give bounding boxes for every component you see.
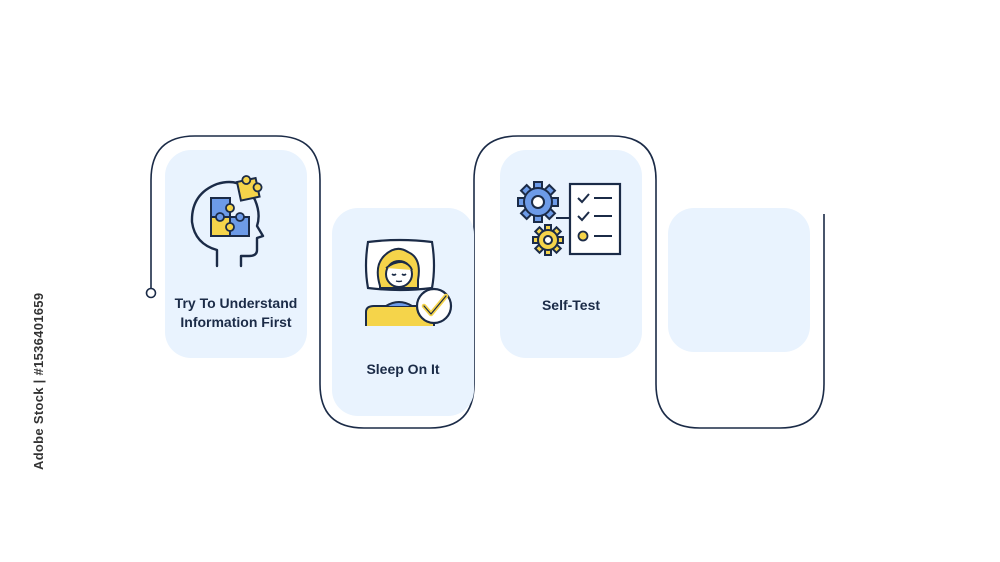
connector-line (150, 135, 825, 429)
step-label-2-line-1: Sleep On It (366, 361, 440, 377)
head-puzzle-icon (190, 175, 265, 268)
start-dot (145, 287, 157, 299)
step-label-3-line-1: Self-Test (541, 297, 601, 313)
step-label-2: Sleep On It (328, 360, 478, 379)
sleeping-person-check-icon (364, 238, 453, 326)
step-label-1: Try To Understand Information First (161, 294, 311, 332)
step-label-1-line-2: Information First (180, 314, 292, 330)
gears-checklist-icon (517, 181, 622, 256)
step-label-1-line-1: Try To Understand (174, 295, 298, 311)
step-label-3: Self-Test (496, 296, 646, 315)
stock-watermark: Adobe Stock | #1536401659 (31, 292, 46, 470)
step-card-4 (668, 208, 810, 352)
step-card-1 (165, 150, 307, 358)
